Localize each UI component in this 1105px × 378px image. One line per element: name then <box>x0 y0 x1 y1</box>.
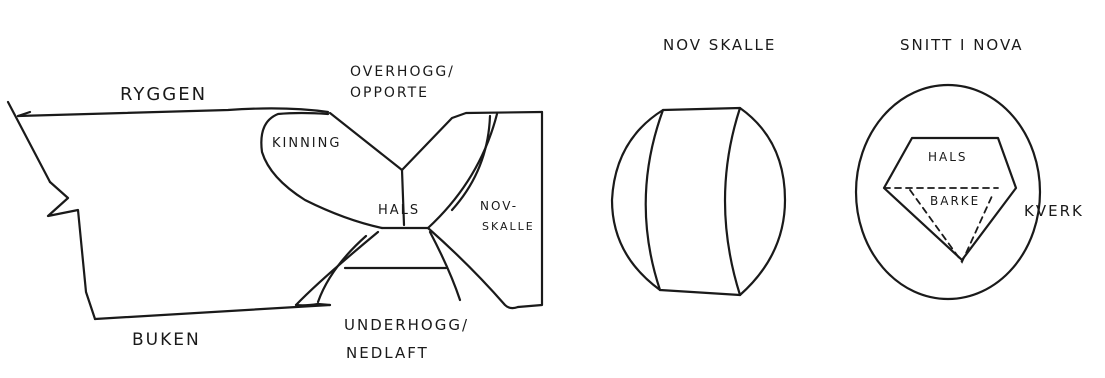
novskalle-title: NOV SKALLE <box>663 36 776 54</box>
buken-label: BUKEN <box>132 330 201 350</box>
kverk-label: KVERK <box>1024 202 1084 220</box>
front-end-line <box>8 102 50 182</box>
overhogg-label: OVERHOGG/ <box>350 64 455 80</box>
side-view <box>8 102 542 319</box>
hals-side-label: HALS <box>378 203 420 218</box>
nov-skalle-figure <box>612 108 785 295</box>
novskalle-side-label-2: SKALLE <box>482 220 535 233</box>
snitt-title: SNITT I NOVA <box>900 36 1024 54</box>
nov-skalle-inner-left <box>646 110 663 290</box>
novskalle-side-label-1: NOV- <box>480 199 518 213</box>
nedlaft-label: NEDLAFT <box>346 344 429 362</box>
nov-skalle-outline <box>612 108 785 295</box>
ryggen-label: RYGGEN <box>120 84 207 105</box>
overhogg-notch <box>330 112 542 170</box>
right-end-line <box>518 112 542 307</box>
hals-section-label: HALS <box>928 150 968 164</box>
belly-end <box>296 304 330 305</box>
snitt-figure <box>856 85 1040 299</box>
cheek-lobe <box>261 113 382 228</box>
kinning-label: KINNING <box>272 136 341 151</box>
back-line <box>18 108 328 116</box>
barke-label: BARKE <box>930 194 980 208</box>
underhogg-label: UNDERHOGG/ <box>344 316 469 334</box>
opporte-label: OPPORTE <box>350 85 429 101</box>
belly-line <box>95 305 330 319</box>
nov-skalle-inner-right <box>725 108 740 295</box>
break-zigzag <box>48 182 95 319</box>
